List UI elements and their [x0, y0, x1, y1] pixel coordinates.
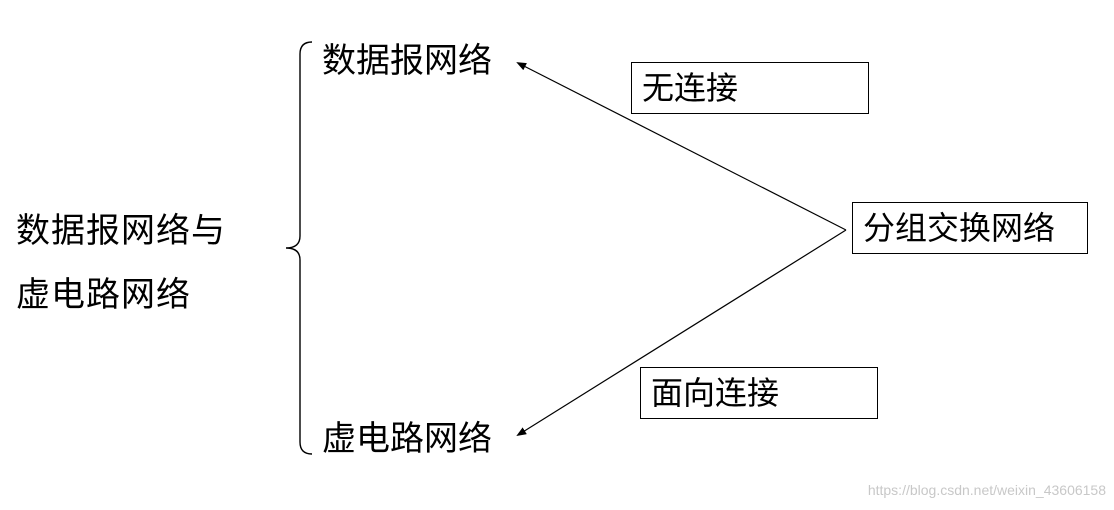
node-box-packet-switching: 分组交换网络 — [852, 202, 1088, 254]
node-virtual-circuit-network: 虚电路网络 — [322, 419, 492, 459]
label-connection-oriented: 面向连接 — [651, 374, 780, 412]
node-datagram-network: 数据报网络 — [322, 41, 492, 81]
arrow-to-virtual-circuit — [516, 229, 847, 437]
label-connectionless: 无连接 — [642, 69, 739, 107]
watermark: https://blog.csdn.net/weixin_43606158 — [867, 482, 1106, 498]
label-box-connection-oriented: 面向连接 — [640, 367, 878, 419]
left-label-line1: 数据报网络与 — [16, 211, 226, 251]
node-packet-switching-network: 分组交换网络 — [863, 209, 1056, 247]
arrow-to-datagram — [516, 62, 847, 231]
label-box-connectionless: 无连接 — [631, 62, 869, 114]
left-label-line2: 虚电路网络 — [16, 275, 191, 315]
curly-brace — [285, 41, 313, 455]
